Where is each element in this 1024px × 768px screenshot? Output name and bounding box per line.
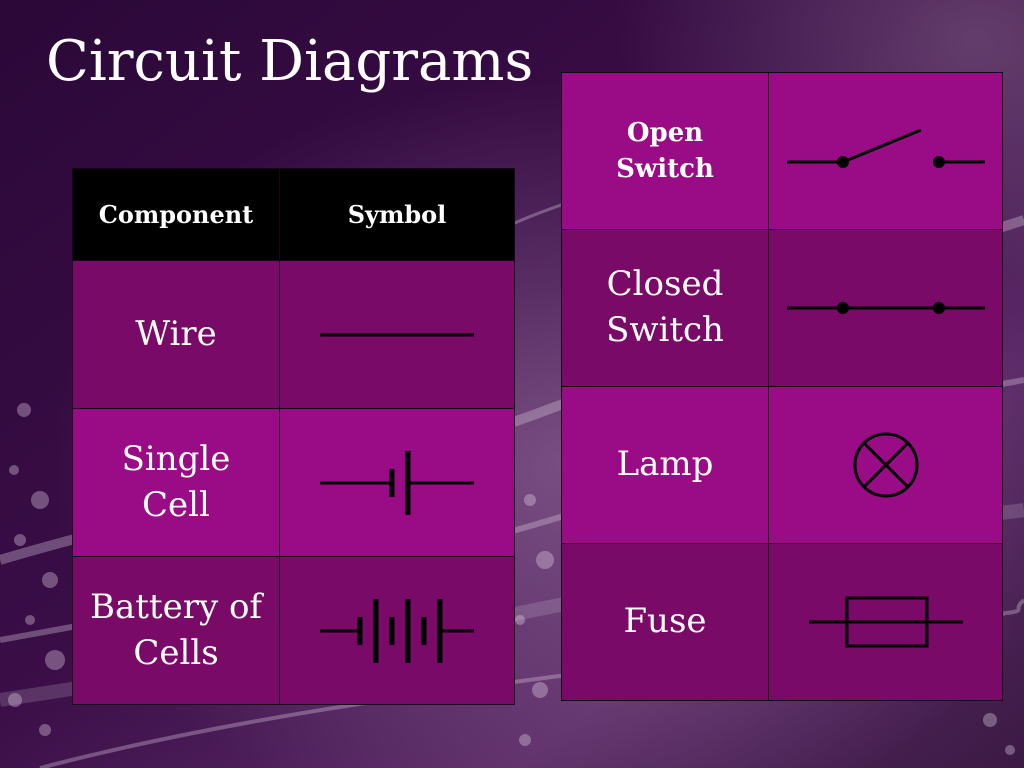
label-line: Switch <box>616 154 714 184</box>
table-row: Lamp <box>561 386 1003 544</box>
battery-symbol-icon <box>320 598 474 663</box>
label-line: Single <box>121 438 231 479</box>
symbol-cell-battery <box>279 556 515 705</box>
component-label-closed-switch: Closed Switch <box>561 229 769 387</box>
label-line: Cell <box>142 484 210 525</box>
slide-title: Circuit Diagrams <box>46 29 534 94</box>
table-row: Battery of Cells <box>72 556 515 705</box>
symbol-cell-open-switch <box>768 72 1003 230</box>
open-switch-symbol-icon <box>786 128 985 168</box>
component-label-lamp: Lamp <box>561 386 769 544</box>
symbol-cell-lamp <box>768 386 1003 544</box>
header-symbol: Symbol <box>279 168 515 261</box>
symbol-cell-wire <box>279 260 515 409</box>
label-line: Cells <box>133 632 219 673</box>
label-line: Closed <box>606 264 724 305</box>
closed-switch-symbol-icon <box>786 302 985 314</box>
cell-symbol-icon <box>320 450 474 515</box>
components-table-right: Open Switch Closed Switch <box>561 72 1003 701</box>
wire-symbol-icon <box>320 333 474 336</box>
symbol-cell-fuse <box>768 543 1003 701</box>
table-row: Wire <box>72 260 515 409</box>
symbol-cell-closed-switch <box>768 229 1003 387</box>
table-row: Fuse <box>561 543 1003 701</box>
label-line: Wire <box>135 313 217 354</box>
table-row: Single Cell <box>72 408 515 557</box>
component-label-wire: Wire <box>72 260 280 409</box>
label-line: Open <box>626 117 704 148</box>
table-header-row: Component Symbol <box>72 168 515 261</box>
header-component: Component <box>72 168 280 261</box>
symbol-cell-single-cell <box>279 408 515 557</box>
component-label-open-switch: Open Switch <box>561 72 769 230</box>
lamp-symbol-icon <box>853 432 918 498</box>
component-label-fuse: Fuse <box>561 543 769 701</box>
component-label-battery: Battery of Cells <box>72 556 280 705</box>
table-row: Closed Switch <box>561 229 1003 387</box>
component-label-single-cell: Single Cell <box>72 408 280 557</box>
table-row: Open Switch <box>561 72 1003 230</box>
label-line: Switch <box>606 310 724 350</box>
label-line: Fuse <box>623 601 707 642</box>
label-line: Battery of <box>89 586 263 627</box>
components-table-left: Component Symbol Wire Single Cell Ba <box>72 168 515 705</box>
fuse-symbol-icon <box>808 596 963 648</box>
label-line: Lamp <box>616 444 714 485</box>
